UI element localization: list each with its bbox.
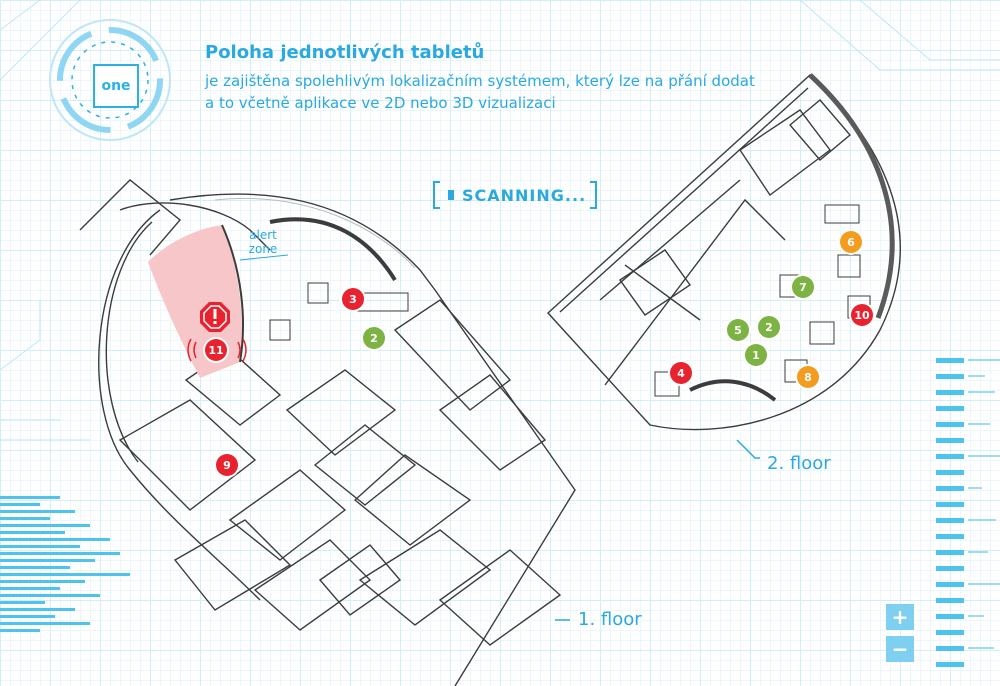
tablet-marker[interactable]: 6 xyxy=(840,231,862,253)
logo-ring xyxy=(49,19,171,141)
tablet-marker[interactable]: 10 xyxy=(851,304,873,326)
tablet-marker[interactable]: 8 xyxy=(797,366,819,388)
zoom-out-button[interactable]: − xyxy=(886,636,914,662)
tablet-marker[interactable]: 2 xyxy=(363,327,385,349)
tablet-marker[interactable]: 1 xyxy=(745,344,767,366)
scanning-indicator-icon xyxy=(448,190,454,200)
page-subtitle: je zajištěna spolehlivým lokalizačním sy… xyxy=(205,72,755,112)
signal-waves-icon xyxy=(187,338,247,362)
tablet-marker[interactable]: 2 xyxy=(758,316,780,338)
floor-1-plan xyxy=(79,179,576,686)
tablet-marker[interactable]: 5 xyxy=(727,319,749,341)
tablet-marker[interactable]: 9 xyxy=(216,454,238,476)
alert-zone-label: alert zone xyxy=(248,228,278,256)
tablet-marker[interactable]: 4 xyxy=(670,362,692,384)
page-title: Poloha jednotlivých tabletů xyxy=(205,42,485,63)
zoom-in-button[interactable]: + xyxy=(886,604,914,630)
floor-2-label: 2. floor xyxy=(767,453,831,474)
scanning-frame xyxy=(433,181,597,209)
brand-logo: one xyxy=(93,64,139,108)
tablet-marker-alert[interactable]: 11 xyxy=(205,339,227,361)
logo-text: one xyxy=(101,78,131,94)
scanning-status: SCANNING... xyxy=(462,186,587,205)
floor-1-label: 1. floor xyxy=(578,609,642,630)
tablet-marker[interactable]: 3 xyxy=(342,288,364,310)
floor-2-plan xyxy=(547,73,901,431)
warning-octagon-icon xyxy=(200,302,230,332)
tablet-marker[interactable]: 7 xyxy=(792,276,814,298)
